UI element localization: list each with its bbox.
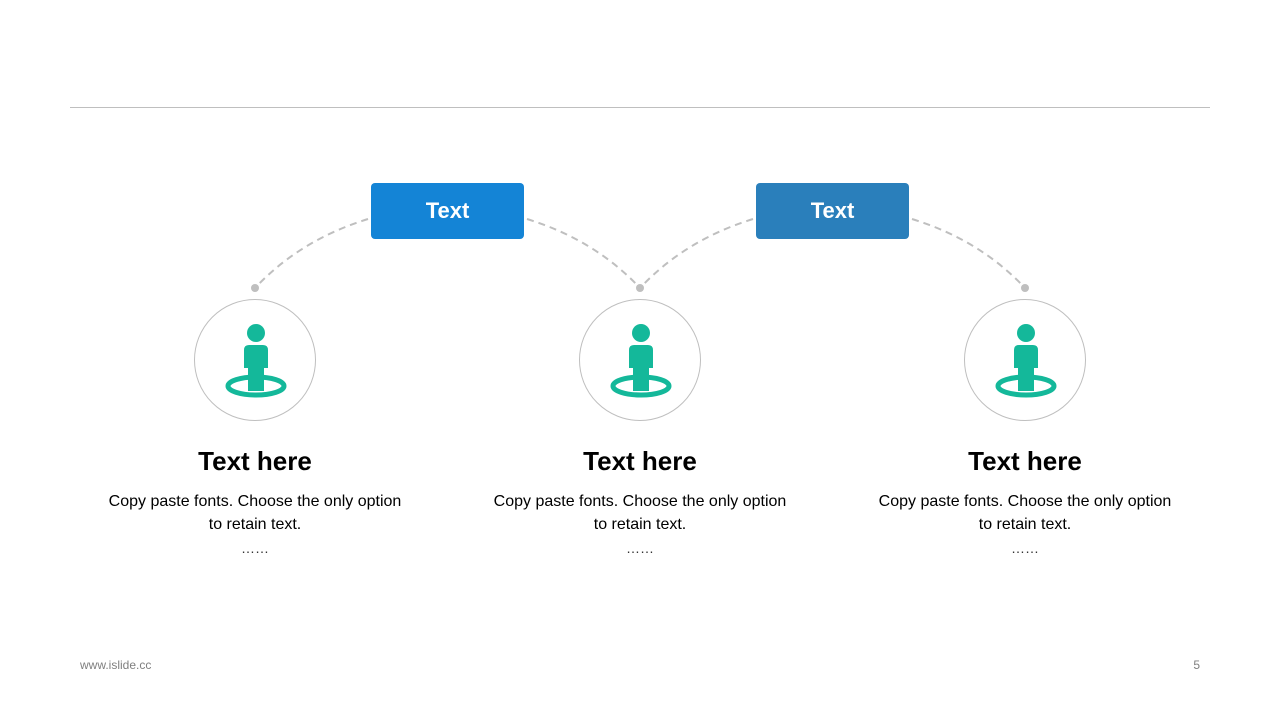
node-3-desc-line2: to retain text. [978, 516, 1072, 533]
node-2-ellipsis: …… [626, 540, 654, 556]
node-1-circle [194, 299, 316, 421]
connector-left-1 [254, 218, 369, 289]
connector-left-2 [526, 218, 641, 289]
label-box-2: Text [756, 183, 909, 239]
node-2-desc-line2: to retain text. [593, 516, 687, 533]
node-1-desc-line2: to retain text. [208, 516, 302, 533]
connector-right-2 [911, 218, 1026, 289]
node-3-circle [964, 299, 1086, 421]
node-3-desc-line1: Copy paste fonts. Choose the only option [878, 493, 1172, 510]
node-3-description: Copy paste fonts. Choose the only option… [865, 490, 1185, 536]
node-2-circle [579, 299, 701, 421]
node-1-desc-line1: Copy paste fonts. Choose the only option [108, 493, 402, 510]
label-box-1-text: Text [425, 198, 470, 223]
node-2-title: Text here [583, 446, 697, 476]
connector-dot-2 [636, 284, 644, 292]
person-on-target-icon [995, 324, 1057, 398]
node-2-desc-line1: Copy paste fonts. Choose the only option [493, 493, 787, 510]
node-3-ellipsis: …… [1011, 540, 1039, 556]
node-3-title: Text here [968, 446, 1082, 476]
node-1-title: Text here [198, 446, 312, 476]
connector-dot-3 [1021, 284, 1029, 292]
connector-dot-1 [251, 284, 259, 292]
node-1-description: Copy paste fonts. Choose the only option… [95, 490, 415, 536]
person-on-target-icon [610, 324, 672, 398]
top-divider [70, 107, 1210, 108]
page-number: 5 [1193, 658, 1200, 672]
connector-right-1 [639, 218, 754, 289]
footer-url: www.islide.cc [80, 658, 152, 672]
node-2-description: Copy paste fonts. Choose the only option… [480, 490, 800, 536]
label-box-1: Text [371, 183, 524, 239]
person-on-target-icon [225, 324, 287, 398]
label-box-2-text: Text [810, 198, 855, 223]
node-1-ellipsis: …… [241, 540, 269, 556]
